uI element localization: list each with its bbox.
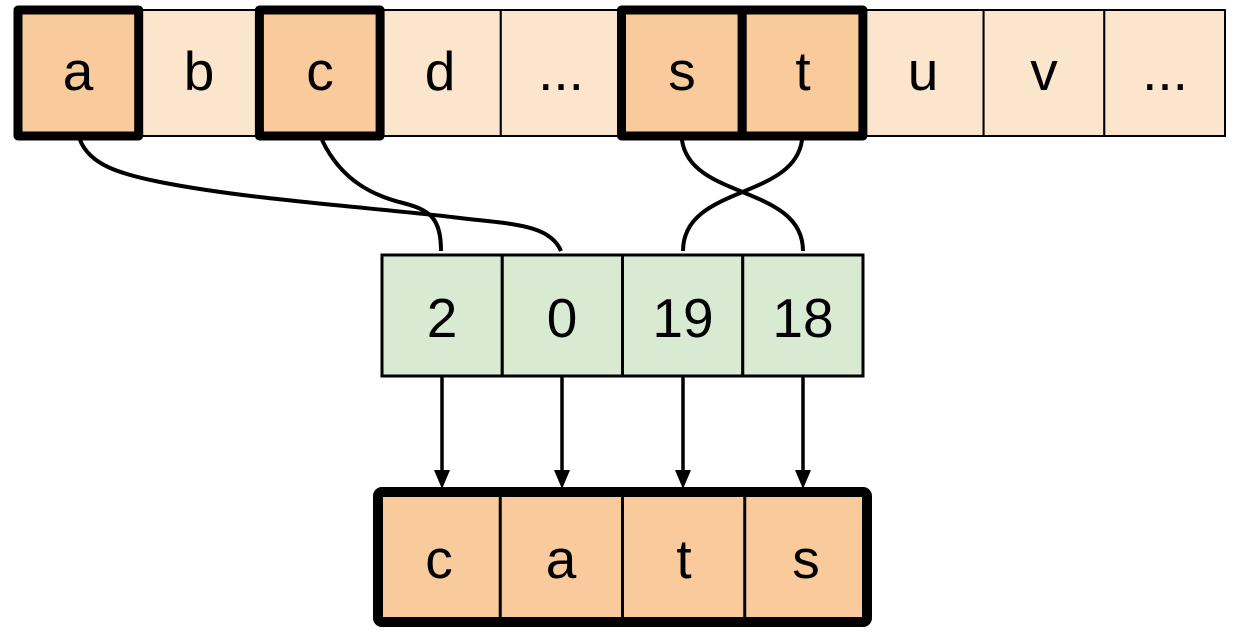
alphabet-label-u: u [908,40,939,102]
mapping-curve-s-to-18 [680,139,805,252]
alphabet-cell-a-highlighted [13,5,144,141]
output-row: c a t s [373,487,872,627]
index-value-19: 19 [652,287,713,349]
alphabet-cell-t-highlighted [737,5,868,141]
arrow-head-3 [675,470,691,489]
mapping-curve-c-to-2 [320,139,443,252]
alphabet-cell-ellipsis-1 [499,9,623,137]
alphabet-label-t: t [795,40,810,102]
alphabet-row: a b c d ... s t u v ... [13,5,1227,141]
output-letter-a: a [546,528,577,590]
arrow-head-1 [434,470,450,489]
alphabet-cell-c-highlighted [254,5,385,141]
alphabet-cell-s-highlighted [617,5,747,141]
index-row: 2 0 19 18 [380,253,865,378]
alphabet-label-v: v [1030,40,1058,102]
alphabet-cell-ellipsis-2 [1103,9,1227,137]
mapping-curve-t-to-19 [681,139,804,252]
alphabet-label-ellipsis-2: ... [1142,40,1188,102]
alphabet-label-d: d [425,40,456,102]
alphabet-label-s: s [668,40,696,102]
alphabet-label-c: c [306,40,334,102]
output-letter-c: c [425,528,453,590]
alphabet-label-b: b [184,40,215,102]
mapping-curves [78,139,805,252]
output-letter-t: t [676,528,691,590]
alphabet-cell-b [137,9,261,137]
alphabet-cell-d [379,9,502,137]
index-value-0: 0 [547,287,578,349]
index-cell-18 [741,253,865,378]
alphabet-label-a: a [63,40,94,102]
index-value-2: 2 [427,287,458,349]
index-cell-0 [500,253,624,378]
alphabet-cell-v [982,9,1106,137]
index-value-18: 18 [772,287,833,349]
index-cell-19 [621,253,745,378]
output-letter-s: s [792,528,820,590]
mapping-curve-a-to-0 [78,139,563,252]
arrow-head-4 [795,470,811,489]
alphabet-label-ellipsis-1: ... [538,40,584,102]
index-to-output-arrows [434,377,811,489]
arrow-head-2 [554,470,570,489]
